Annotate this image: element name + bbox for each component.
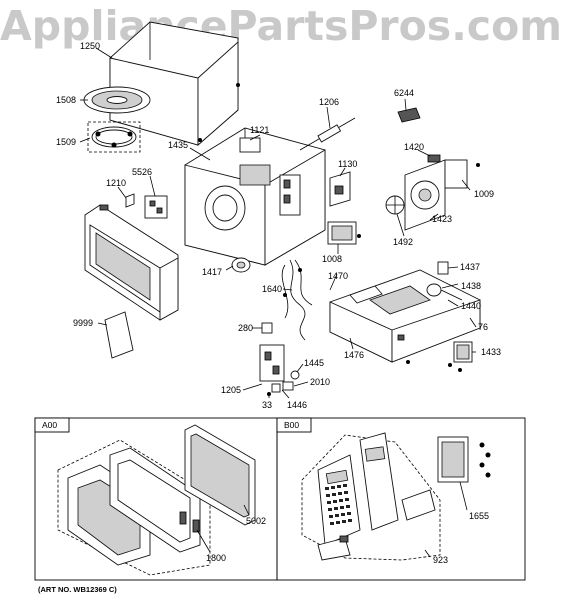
label-1433: 1433 <box>481 347 501 357</box>
label-1130: 1130 <box>338 159 357 169</box>
part-1130 <box>329 171 351 207</box>
door-assembly <box>57 424 256 576</box>
wire-harness <box>281 259 313 341</box>
label-280: 280 <box>238 323 253 333</box>
roller-ring <box>87 121 141 153</box>
door-front <box>84 204 179 321</box>
label-1121: 1121 <box>250 125 269 135</box>
label-1800: 1800 <box>206 553 226 563</box>
label-1640: 1640 <box>262 284 282 294</box>
label-1440: 1440 <box>461 301 481 311</box>
label-1210: 1210 <box>106 178 126 188</box>
label-1438: 1438 <box>461 281 481 291</box>
label-1437: 1437 <box>460 262 480 272</box>
label-1492: 1492 <box>393 237 413 247</box>
label-1655: 1655 <box>469 511 489 521</box>
outer-cabinet <box>109 21 240 146</box>
magnetron-group <box>426 261 463 301</box>
label-923: 923 <box>433 555 448 565</box>
section-b00-frame <box>276 417 526 581</box>
label-1250: 1250 <box>80 41 100 51</box>
leader-lines <box>79 47 477 558</box>
label-2010: 2010 <box>310 377 330 387</box>
label-1417: 1417 <box>202 267 222 277</box>
label-1476: 1476 <box>344 350 364 360</box>
fuse-assembly <box>299 117 356 151</box>
label-1008: 1008 <box>322 254 342 264</box>
oven-cavity <box>184 127 326 266</box>
part-labels: 1250 1508 1509 1206 6244 1121 1435 1420 … <box>38 41 501 594</box>
label-1206: 1206 <box>319 97 339 107</box>
base-plate <box>329 269 481 372</box>
label-6244: 6244 <box>394 88 414 98</box>
art-number: (ART NO. WB12369 C) <box>38 585 117 594</box>
part-1121 <box>239 137 261 153</box>
label-5526: 5526 <box>132 167 152 177</box>
label-1420: 1420 <box>404 142 424 152</box>
label-1446: 1446 <box>287 400 307 410</box>
label-1509: 1509 <box>56 137 76 147</box>
stirrer-motor <box>231 257 251 273</box>
label-9999: 9999 <box>73 318 93 328</box>
turntable-tray <box>83 86 151 114</box>
label-1423: 1423 <box>432 214 452 224</box>
label-1470: 1470 <box>328 271 348 281</box>
watermark: AppliancePartsPros.com <box>0 2 562 50</box>
section-b00-label: B00 <box>284 420 299 430</box>
part-6244 <box>397 107 421 123</box>
control-panel <box>301 432 491 561</box>
capacitor <box>453 341 473 363</box>
interlock-switches <box>259 322 300 396</box>
label-76: 76 <box>478 322 488 332</box>
label-1205: 1205 <box>221 385 241 395</box>
label-33: 33 <box>262 400 272 410</box>
owners-manual <box>104 311 134 359</box>
section-a00-label: A00 <box>42 420 57 430</box>
label-5002: 5002 <box>246 516 266 526</box>
transformer <box>327 221 361 245</box>
door-latch <box>125 193 168 219</box>
fan-motor-assembly <box>385 154 480 231</box>
label-1435: 1435 <box>168 140 188 150</box>
label-1508: 1508 <box>56 95 76 105</box>
label-1009: 1009 <box>474 189 494 199</box>
label-1445: 1445 <box>304 358 324 368</box>
